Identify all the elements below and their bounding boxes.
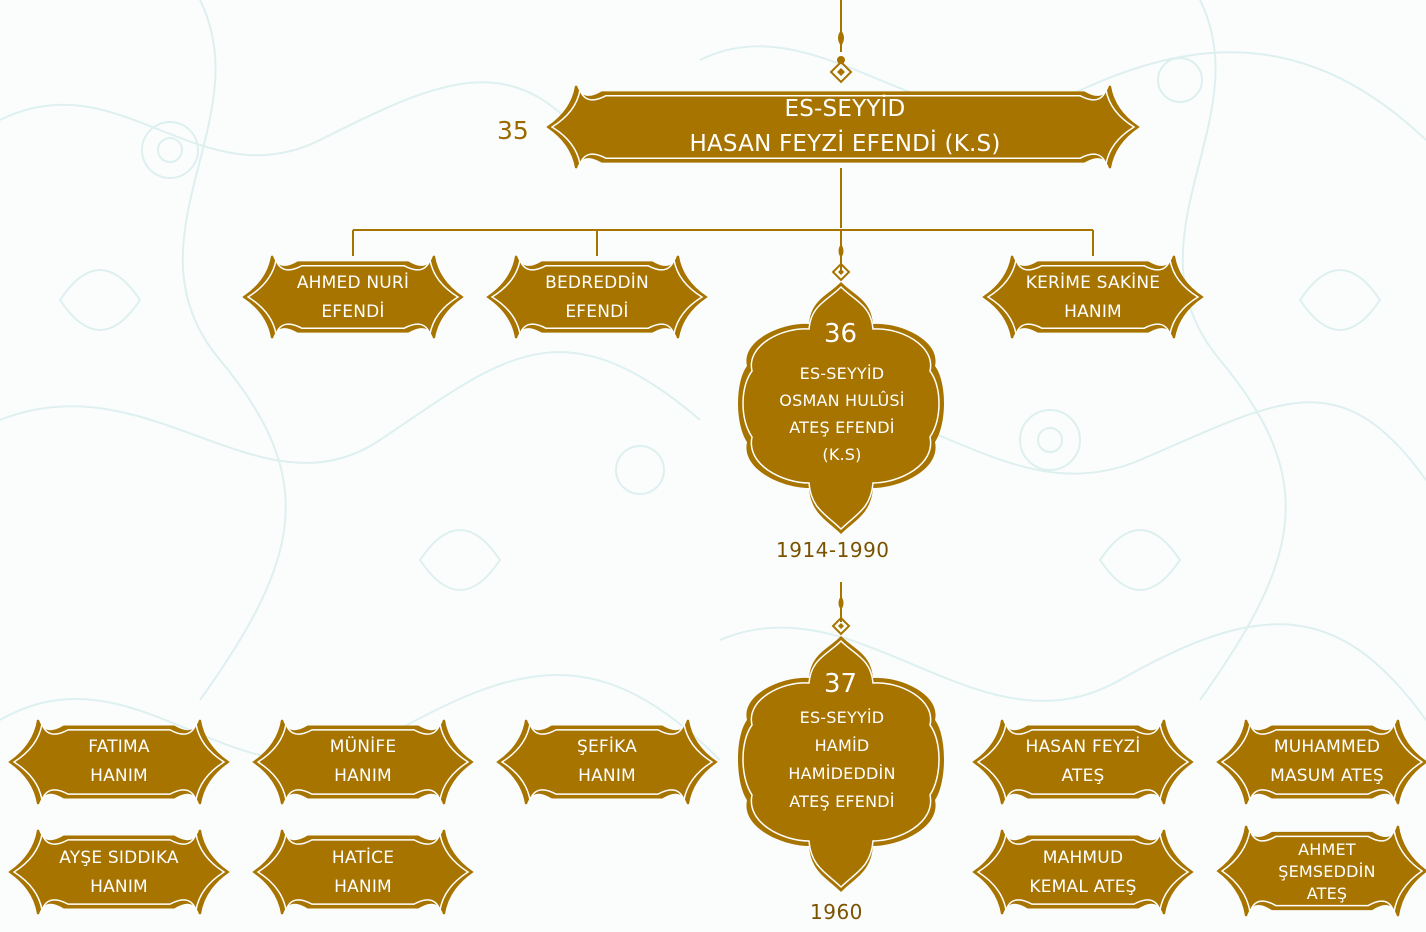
banner-fatima-shape <box>8 719 230 805</box>
node-line: HANIM <box>1064 302 1122 322</box>
node-line: HATİCE <box>331 848 395 868</box>
node-line: ŞEMSEDDİN <box>1278 862 1376 881</box>
node-line: AYŞE SIDDIKA <box>59 848 179 868</box>
banner-mahmud-kemal-ates-shape <box>972 829 1194 915</box>
child-node-muhammed-masum-ates: MUHAMMED MASUM ATEŞ <box>1236 725 1418 799</box>
banner-ayse-siddika-inner-border <box>12 831 226 913</box>
generation-number-35: 35 <box>497 116 529 145</box>
node-line: ES-SEYYİD <box>799 364 885 383</box>
banner-muhammed-masum-ates-inner-border <box>1220 721 1424 803</box>
node-line: ATEŞ EFENDİ <box>789 418 895 437</box>
node-line: MUHAMMED <box>1273 737 1381 757</box>
banner-muhammed-masum-ates-shape <box>1216 719 1426 805</box>
successor-node-hamid-hamideddin: ES-SEYYİD HAMİD HAMİDEDDİN ATEŞ EFENDİ <box>752 702 932 818</box>
node-line: HAMİDEDDİN <box>788 764 896 783</box>
root-banner-shape <box>546 85 1140 169</box>
banner-munife-shape <box>252 719 474 805</box>
child-node-hasan-feyzi-ates: HASAN FEYZİ ATEŞ <box>992 725 1174 799</box>
banner-bedreddin-shape <box>486 255 708 339</box>
banner-ahmet-semseddin-ates-inner-border <box>1220 829 1424 913</box>
node-line: HANIM <box>578 766 636 786</box>
banner-mahmud-kemal-ates-inner-border <box>976 831 1190 913</box>
node-line: HANIM <box>90 766 148 786</box>
node-line: MAHMUD <box>1042 848 1124 868</box>
node-line: BEDREDDİN <box>545 273 649 293</box>
node-line: HAMİD <box>814 736 870 755</box>
finial-ornament <box>829 30 853 84</box>
child-node-mahmud-kemal-ates: MAHMUD KEMAL ATEŞ <box>992 836 1174 910</box>
node-line: (K.S) <box>822 445 862 464</box>
child-node-kerime-sakine: KERİME SAKİNE HANIM <box>1002 262 1184 334</box>
banner-sefika-inner-border <box>500 721 714 803</box>
generation-number-36: 36 <box>824 319 858 349</box>
finial-ornament <box>831 596 851 636</box>
successor-node-osman-hulusi: ES-SEYYİD OSMAN HULÛSİ ATEŞ EFENDİ (K.S) <box>752 358 932 470</box>
banner-hatice-shape <box>252 829 474 915</box>
node-line: FATIMA <box>88 737 150 757</box>
root-node-hasan-feyzi: ES-SEYYİD HASAN FEYZİ EFENDİ (K.S) <box>560 86 1130 168</box>
node-line: OSMAN HULÛSİ <box>779 391 905 410</box>
banner-hatice-inner-border <box>256 831 470 913</box>
child-node-sefika: ŞEFİKA HANIM <box>516 725 698 799</box>
node-line: ES-SEYYİD <box>799 708 885 727</box>
banner-ayse-siddika-shape <box>8 829 230 915</box>
finial-ornament <box>831 244 851 282</box>
node-line: MASUM ATEŞ <box>1270 766 1384 786</box>
banner-hasan-feyzi-ates-inner-border <box>976 721 1190 803</box>
node-line: AHMET <box>1298 840 1356 859</box>
node-line: ATEŞ <box>1306 884 1348 903</box>
years-label-36: 1914-1990 <box>776 538 890 562</box>
node-line: ŞEFİKA <box>576 737 637 757</box>
arch-37-inner-border <box>742 639 940 889</box>
node-line: KEMAL ATEŞ <box>1029 877 1137 897</box>
banner-sefika-shape <box>496 719 718 805</box>
arch-37-shape <box>738 636 944 892</box>
banner-ahmet-semseddin-ates-shape <box>1216 825 1426 917</box>
node-line: ATEŞ EFENDİ <box>789 792 895 811</box>
node-line: AHMED NURİ <box>296 273 410 293</box>
node-line: KERİME SAKİNE <box>1025 273 1161 293</box>
child-node-ayse-siddika: AYŞE SIDDIKA HANIM <box>28 836 210 910</box>
root-title: ES-SEYYİD <box>784 96 906 122</box>
banner-ahmed-nuri-shape <box>242 255 464 339</box>
banner-ahmed-nuri-inner-border <box>246 257 460 337</box>
node-line: MÜNİFE <box>329 737 397 757</box>
child-node-munife: MÜNİFE HANIM <box>272 725 454 799</box>
banner-kerime-sakine-inner-border <box>986 257 1200 337</box>
node-line: EFENDİ <box>321 302 385 322</box>
generation-number-37: 37 <box>824 669 858 699</box>
child-node-bedreddin: BEDREDDİN EFENDİ <box>506 262 688 334</box>
node-line: EFENDİ <box>565 302 629 322</box>
node-line: HANIM <box>334 766 392 786</box>
child-node-fatima: FATIMA HANIM <box>28 725 210 799</box>
banner-kerime-sakine-shape <box>982 255 1204 339</box>
banner-bedreddin-inner-border <box>490 257 704 337</box>
child-node-ahmet-semseddin-ates: AHMET ŞEMSEDDİN ATEŞ <box>1236 832 1418 912</box>
node-line: HANIM <box>90 877 148 897</box>
year-label-37: 1960 <box>810 900 863 924</box>
arch-36-inner-border <box>742 285 940 531</box>
banner-munife-inner-border <box>256 721 470 803</box>
node-line: HANIM <box>334 877 392 897</box>
banner-fatima-inner-border <box>12 721 226 803</box>
child-node-ahmed-nuri: AHMED NURİ EFENDİ <box>262 262 444 334</box>
banner-hasan-feyzi-ates-shape <box>972 719 1194 805</box>
arch-36-shape <box>738 282 944 534</box>
root-banner-inner-border <box>550 87 1136 167</box>
node-line: HASAN FEYZİ <box>1025 737 1141 757</box>
child-node-hatice: HATİCE HANIM <box>272 836 454 910</box>
node-line: ATEŞ <box>1061 766 1105 786</box>
root-name: HASAN FEYZİ EFENDİ (K.S) <box>689 131 1001 157</box>
